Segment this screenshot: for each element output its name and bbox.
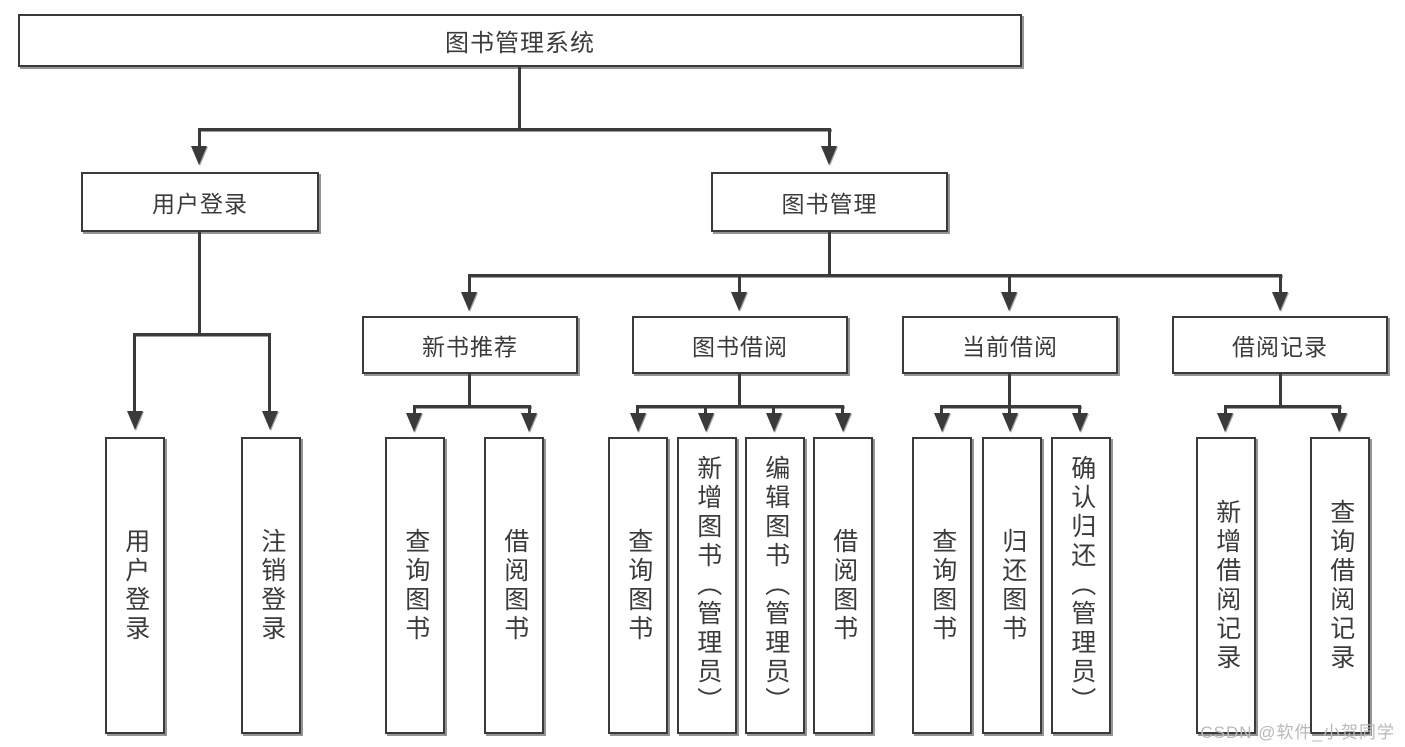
connector-user-login-drop-1 <box>133 333 136 413</box>
arrowhead-level3-2 <box>731 292 747 311</box>
node-label: 新增借阅记录 <box>1212 498 1241 673</box>
arrowhead-level3-4 <box>1272 292 1288 311</box>
connector-current-borrow-stem <box>1008 374 1011 407</box>
leaf-current-borrow-confirm[interactable]: 确认归还（管理员） <box>1051 437 1111 734</box>
node-label: 借阅图书 <box>829 527 858 644</box>
node-new-book-recommend[interactable]: 新书推荐 <box>362 316 578 374</box>
node-label: 新书推荐 <box>422 334 518 360</box>
arrowhead-new-book-2 <box>521 413 537 432</box>
arrowhead-current-borrow-2 <box>1002 413 1018 432</box>
node-label: 借阅图书 <box>500 527 529 644</box>
leaf-new-book-query[interactable]: 查询图书 <box>385 437 445 734</box>
arrowhead-level3-3 <box>1001 292 1017 311</box>
node-label: 图书管理系统 <box>445 30 595 57</box>
leaf-book-borrow-query[interactable]: 查询图书 <box>608 437 668 734</box>
arrowhead-user-login-2 <box>262 411 278 430</box>
connector-new-book-drop-2 <box>528 405 531 415</box>
connector-new-book-bus <box>413 405 531 408</box>
arrowhead-user-login-1 <box>127 411 143 430</box>
connector-level2-drop-2 <box>828 128 831 148</box>
node-label: 借阅记录 <box>1232 334 1328 360</box>
node-label: 编辑图书（管理员） <box>761 455 790 716</box>
leaf-borrow-record-query[interactable]: 查询借阅记录 <box>1310 437 1370 734</box>
arrowhead-book-borrow-2 <box>698 413 714 432</box>
connector-level3-bus <box>468 274 1282 277</box>
node-label: 图书借阅 <box>692 334 788 360</box>
connector-level2-bus <box>198 128 831 131</box>
connector-current-borrow-drop-3 <box>1078 405 1081 415</box>
node-book-borrow[interactable]: 图书借阅 <box>632 316 848 374</box>
node-user-login[interactable]: 用户登录 <box>81 172 319 232</box>
connector-user-login-bus <box>133 333 270 336</box>
leaf-current-borrow-return[interactable]: 归还图书 <box>982 437 1042 734</box>
connector-user-login-stem <box>198 232 201 335</box>
connector-new-book-stem <box>468 374 471 407</box>
connector-level3-drop-4 <box>1279 274 1282 294</box>
node-label: 查询图书 <box>624 527 653 644</box>
connector-current-borrow-drop-1 <box>940 405 943 415</box>
connector-root-stem <box>518 67 521 130</box>
node-label: 图书管理 <box>781 191 878 217</box>
arrowhead-level3-1 <box>461 292 477 311</box>
connector-current-borrow-drop-2 <box>1008 405 1011 415</box>
leaf-user-login-login[interactable]: 用户登录 <box>105 437 165 734</box>
arrowhead-level2-2 <box>821 146 837 165</box>
node-label: 查询图书 <box>401 527 430 644</box>
node-borrow-record[interactable]: 借阅记录 <box>1172 316 1388 374</box>
node-root-system[interactable]: 图书管理系统 <box>18 14 1022 67</box>
arrowhead-level2-1 <box>191 146 207 165</box>
node-current-borrow[interactable]: 当前借阅 <box>902 316 1118 374</box>
connector-new-book-drop-1 <box>413 405 416 415</box>
connector-book-borrow-drop-2 <box>704 405 707 415</box>
connector-book-borrow-drop-3 <box>772 405 775 415</box>
node-label: 查询借阅记录 <box>1326 498 1355 673</box>
connector-borrow-record-drop-1 <box>1224 405 1227 415</box>
connector-user-login-drop-2 <box>268 333 271 413</box>
connector-book-borrow-drop-4 <box>841 405 844 415</box>
leaf-book-borrow-borrow[interactable]: 借阅图书 <box>813 437 873 734</box>
node-label: 新增图书（管理员） <box>693 455 722 716</box>
arrowhead-current-borrow-3 <box>1072 413 1088 432</box>
arrowhead-book-borrow-3 <box>766 413 782 432</box>
leaf-book-borrow-add[interactable]: 新增图书（管理员） <box>677 437 737 734</box>
connector-borrow-record-stem <box>1279 374 1282 407</box>
connector-level3-drop-1 <box>468 274 471 294</box>
arrowhead-book-borrow-1 <box>630 413 646 432</box>
connector-book-borrow-bus <box>636 405 844 408</box>
leaf-book-borrow-edit[interactable]: 编辑图书（管理员） <box>745 437 805 734</box>
arrowhead-borrow-record-2 <box>1331 413 1347 432</box>
node-label: 归还图书 <box>998 527 1027 644</box>
arrowhead-new-book-1 <box>406 413 422 432</box>
connector-level3-drop-3 <box>1008 274 1011 294</box>
connector-borrow-record-bus <box>1224 405 1341 408</box>
arrowhead-borrow-record-1 <box>1217 413 1233 432</box>
leaf-user-login-logout[interactable]: 注销登录 <box>241 437 301 734</box>
connector-book-borrow-drop-1 <box>636 405 639 415</box>
connector-level3-drop-2 <box>738 274 741 294</box>
node-label: 确认归还（管理员） <box>1067 455 1096 716</box>
leaf-current-borrow-query[interactable]: 查询图书 <box>912 437 972 734</box>
node-label: 用户登录 <box>121 527 150 644</box>
connector-book-mgmt-stem <box>828 232 831 276</box>
node-label: 查询图书 <box>928 527 957 644</box>
arrowhead-book-borrow-4 <box>835 413 851 432</box>
node-label: 注销登录 <box>257 527 286 644</box>
leaf-borrow-record-add[interactable]: 新增借阅记录 <box>1196 437 1256 734</box>
connector-book-borrow-stem <box>738 374 741 407</box>
arrowhead-current-borrow-1 <box>934 413 950 432</box>
connector-level2-drop-1 <box>198 128 201 148</box>
node-label: 当前借阅 <box>962 334 1058 360</box>
node-label: 用户登录 <box>152 191 248 217</box>
leaf-new-book-borrow[interactable]: 借阅图书 <box>484 437 544 734</box>
node-book-management[interactable]: 图书管理 <box>711 172 948 232</box>
connector-borrow-record-drop-2 <box>1338 405 1341 415</box>
csdn-watermark: CSDN @软件_小贺同学 <box>1200 723 1395 742</box>
